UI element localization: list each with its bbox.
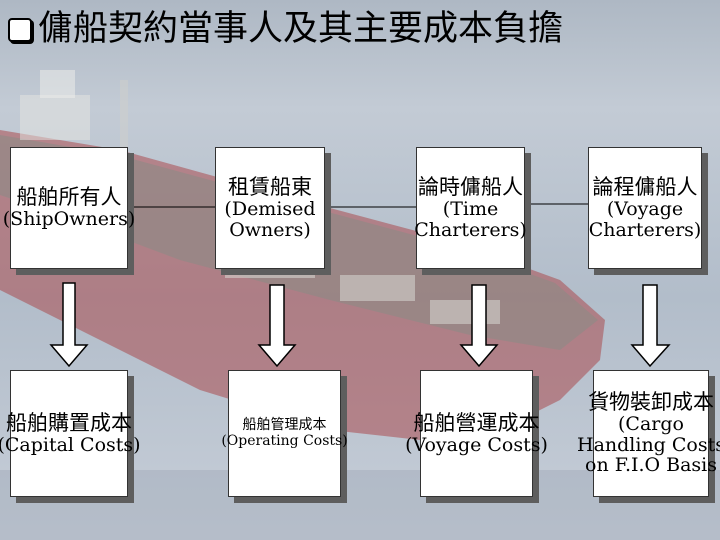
cost-en-label: Handling Costs bbox=[577, 433, 720, 456]
down-arrow-icon bbox=[257, 284, 297, 368]
party-en-label: (Demised bbox=[224, 197, 316, 220]
cost-zh-label: 船舶管理成本 bbox=[242, 417, 327, 434]
down-arrow-icon bbox=[459, 284, 499, 368]
cost-zh-label: 船舶營運成本 bbox=[413, 410, 540, 435]
cost-en-label: (Voyage Costs) bbox=[405, 433, 548, 456]
cost-zh-label: 貨物裝卸成本 bbox=[588, 389, 714, 414]
party-zh-label: 船舶所有人 bbox=[16, 185, 122, 209]
party-en-label: Owners) bbox=[229, 218, 311, 241]
down-arrow-icon bbox=[49, 282, 89, 368]
party-box-shipowners: 船舶所有人 (ShipOwners) bbox=[3, 147, 135, 269]
down-arrow-icon bbox=[630, 284, 671, 368]
party-en-label: Charterers) bbox=[588, 218, 702, 241]
cost-box-capital: 船舶購置成本 (Capital Costs) bbox=[0, 370, 141, 497]
party-en-label: (Time bbox=[442, 197, 499, 220]
cost-zh-label: 船舶購置成本 bbox=[6, 410, 132, 435]
party-connector-lines bbox=[128, 203, 588, 208]
cost-en-label: (Capital Costs) bbox=[0, 433, 141, 456]
party-zh-label: 論時傭船人 bbox=[418, 174, 523, 199]
party-box-demised-owners: 租賃船東 (Demised Owners) bbox=[215, 147, 325, 269]
title-text: 傭船契約當事人及其主要成本負擔 bbox=[38, 9, 564, 49]
party-zh-label: 論程傭船人 bbox=[592, 174, 698, 199]
cost-box-voyage: 船舶營運成本 (Voyage Costs) bbox=[405, 370, 548, 497]
cost-en-label: (Operating Costs) bbox=[221, 432, 348, 449]
cost-box-cargo-handling: 貨物裝卸成本 (Cargo Handling Costs on F.I.O Ba… bbox=[577, 370, 720, 497]
party-en-label: (Voyage bbox=[606, 197, 684, 220]
checkbox-bullet-icon bbox=[8, 17, 32, 42]
party-zh-label: 租賃船東 bbox=[228, 174, 312, 199]
cost-box-operating: 船舶管理成本 (Operating Costs) bbox=[221, 370, 348, 497]
cost-en-label: on F.I.O Basis bbox=[585, 454, 718, 477]
party-box-time-charterers: 論時傭船人 (Time Charterers) bbox=[414, 147, 527, 269]
party-box-voyage-charterers: 論程傭船人 (Voyage Charterers) bbox=[588, 147, 702, 269]
slide-title: 傭船契約當事人及其主要成本負擔 bbox=[8, 12, 563, 47]
party-en-label: (ShipOwners) bbox=[2, 208, 136, 231]
cost-en-label: (Cargo bbox=[618, 412, 684, 435]
party-en-label: Charterers) bbox=[414, 218, 527, 241]
